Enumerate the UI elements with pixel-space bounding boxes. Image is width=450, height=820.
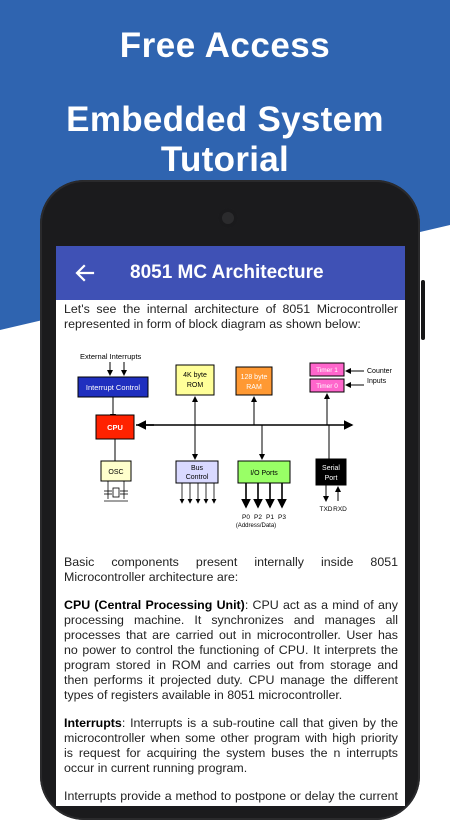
external-interrupts-label: External Interrupts: [80, 352, 142, 361]
interrupt-control-block: Interrupt Control: [86, 383, 141, 392]
interrupts-paragraph-2: Interrupts provide a method to postpone …: [64, 789, 398, 806]
cpu-block: CPU: [107, 423, 123, 432]
port-p1: P1: [266, 514, 274, 521]
phone-side-button: [421, 280, 425, 340]
address-data-label: (Address/Data): [236, 523, 276, 529]
port-p3: P3: [278, 514, 286, 521]
arrow-left-icon[interactable]: [72, 260, 98, 286]
interrupts-heading: Interrupts: [64, 716, 122, 730]
timer1-block: Timer 1: [316, 367, 338, 374]
osc-block: OSC: [108, 469, 123, 476]
io-ports-block: I/O Ports: [250, 470, 278, 477]
app-bar: 8051 MC Architecture: [56, 246, 405, 300]
ram-label-1: 128 byte: [241, 374, 268, 381]
timer0-block: Timer 0: [316, 383, 338, 390]
basic-components-paragraph: Basic components present internally insi…: [64, 555, 398, 584]
intro-paragraph: Let's see the internal architecture of 8…: [64, 302, 398, 331]
app-screen: 8051 MC Architecture Let's see the inter…: [56, 246, 405, 806]
bus-control-label-2: Control: [186, 474, 209, 481]
rom-label-2: ROM: [187, 382, 204, 389]
port-p0: P0: [242, 514, 250, 521]
rom-label-1: 4K byte: [183, 372, 207, 379]
cpu-heading: CPU (Central Processing Unit): [64, 598, 245, 612]
cpu-paragraph: CPU (Central Processing Unit): CPU act a…: [64, 598, 398, 703]
rxd-label: RXD: [333, 506, 347, 513]
page-title: 8051 MC Architecture: [130, 262, 324, 283]
cpu-text: : CPU act as a mind of any processing ma…: [64, 598, 398, 702]
inputs-label: Inputs: [367, 378, 387, 385]
serial-port-label-1: Serial: [322, 465, 340, 472]
bus-control-label-1: Bus: [191, 465, 204, 472]
port-p2: P2: [254, 514, 262, 521]
phone-camera: [218, 208, 238, 228]
promo-subheadline: Embedded System Tutorial: [66, 100, 384, 179]
interrupts-paragraph: Interrupts: Interrupts is a sub-routine …: [64, 716, 398, 776]
serial-port-label-2: Port: [325, 475, 338, 482]
article-content: Let's see the internal architecture of 8…: [64, 302, 398, 806]
promo-headline: Free Access: [119, 26, 331, 65]
architecture-diagram: External Interrupts Interrupt Control 4K…: [77, 352, 393, 529]
counter-label: Counter: [367, 368, 393, 375]
interrupts-text: : Interrupts is a sub-routine call that …: [64, 716, 398, 775]
ram-label-2: RAM: [246, 384, 262, 391]
txd-label: TXD: [320, 506, 333, 513]
